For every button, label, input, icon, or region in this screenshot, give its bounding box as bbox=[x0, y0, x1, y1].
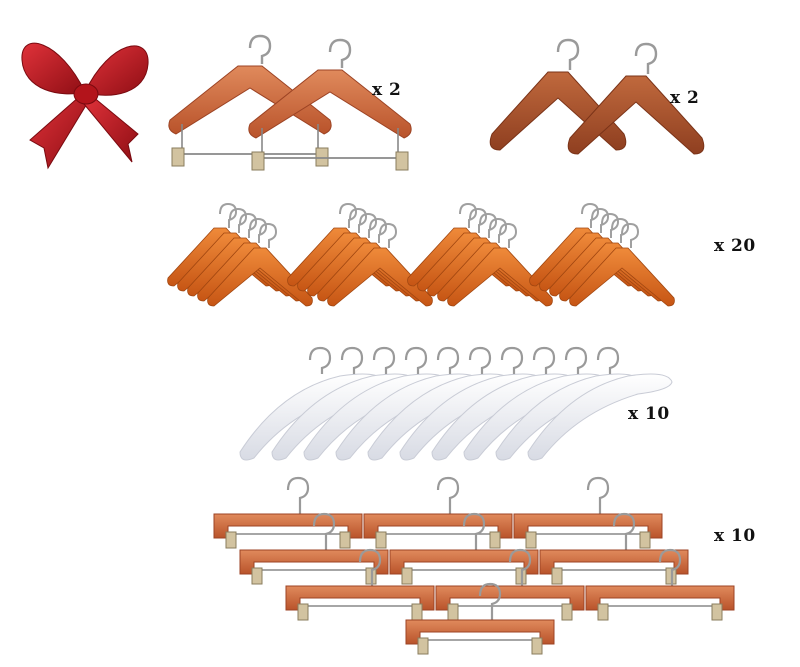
wooden-shirt-hanger-icon bbox=[166, 203, 676, 307]
red-gift-bow-icon bbox=[21, 42, 149, 170]
quantity-label-shirt-hangers: x 20 bbox=[714, 236, 756, 256]
quantity-label-clip-hangers: x 10 bbox=[714, 526, 756, 546]
wooden-trouser-clip-hanger-icon bbox=[212, 476, 736, 656]
quantity-label-suit-hangers: x 2 bbox=[372, 80, 402, 100]
white-satin-padded-hanger-icon bbox=[238, 346, 674, 462]
quantity-label-satin-hangers: x 10 bbox=[628, 404, 670, 424]
suit-hanger-with-clips-icon bbox=[167, 34, 413, 172]
quantity-label-coat-hangers: x 2 bbox=[670, 88, 700, 108]
